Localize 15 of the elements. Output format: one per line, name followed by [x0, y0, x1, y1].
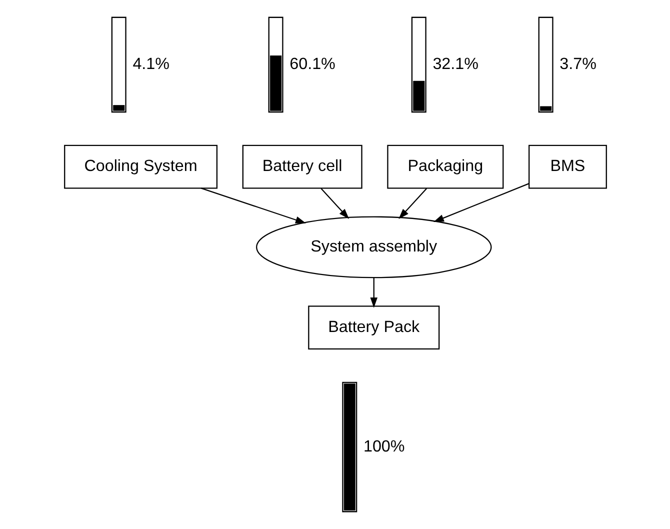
- node-box: Packaging: [386, 144, 504, 189]
- node-label: 4.1%: [132, 54, 169, 73]
- node-box: BMS: [528, 144, 606, 189]
- arrow: [432, 183, 529, 222]
- node-label: 32.1%: [432, 54, 478, 73]
- arrow: [370, 277, 377, 308]
- node-box: Battery Pack: [308, 306, 440, 350]
- node-label: 3.7%: [559, 54, 596, 73]
- arrow: [320, 188, 349, 220]
- node-label: 60.1%: [289, 54, 335, 73]
- arrow: [398, 188, 427, 220]
- node-box: Cooling System: [64, 144, 218, 189]
- arrow: [200, 188, 306, 224]
- node-label: 100%: [362, 437, 404, 456]
- node-box: Battery cell: [242, 144, 362, 189]
